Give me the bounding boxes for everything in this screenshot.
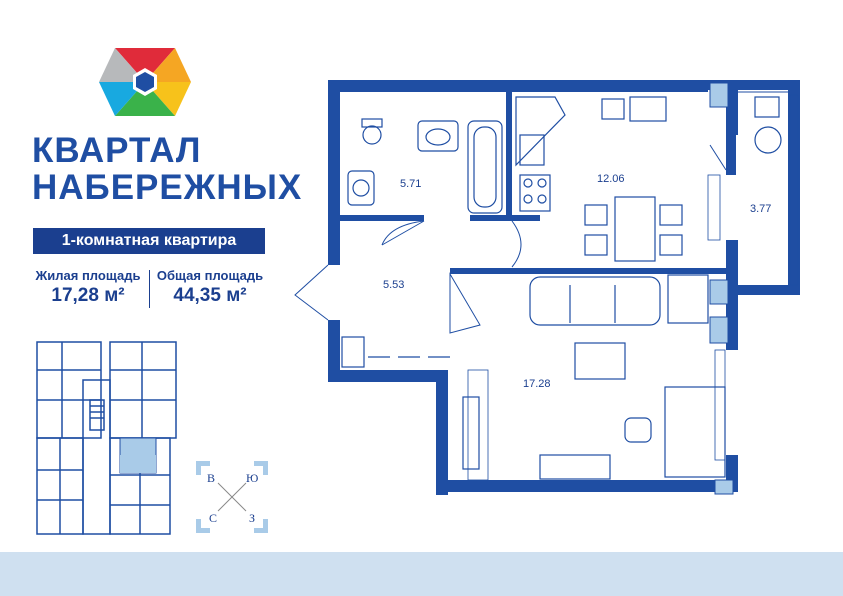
total-area: Общая площадь 44,35 м² (150, 268, 270, 307)
room-area-hall: 5.53 (383, 279, 405, 291)
compass-icon (196, 461, 268, 533)
compass-east: Ю (246, 471, 259, 485)
compass-west: С (209, 511, 218, 525)
building-key-plan (36, 341, 177, 535)
room-area-living: 17.28 (523, 378, 551, 390)
room-area-bathroom: 5.71 (400, 178, 422, 190)
area-divider (149, 270, 150, 308)
brand-line-1: КВАРТАЛ (32, 131, 202, 170)
living-area-value: 17,28 м² (51, 285, 125, 306)
logo-icon (99, 48, 191, 116)
living-area: Жилая площадь 17,28 м² (30, 268, 146, 307)
living-area-label: Жилая площадь (35, 268, 141, 283)
room-area-kitchen: 12.06 (597, 173, 625, 185)
floor-plan: 5.71 12.06 3.77 5.53 17.28 (290, 75, 810, 505)
brand-line-2: НАБЕРЕЖНЫХ (32, 168, 303, 207)
apartment-type-badge: 1-комнатная квартира (33, 228, 265, 254)
compass: В Ю С З (196, 461, 268, 533)
room-area-balcony: 3.77 (750, 203, 772, 215)
floor-plan-drawing (294, 80, 800, 495)
footer-bar (0, 552, 843, 596)
brand-title: КВАРТАЛ НАБЕРЕЖНЫХ (32, 132, 302, 206)
total-area-label: Общая площадь (156, 268, 264, 283)
total-area-value: 44,35 м² (173, 285, 247, 306)
compass-south: З (249, 511, 256, 525)
compass-north: В (207, 471, 216, 485)
